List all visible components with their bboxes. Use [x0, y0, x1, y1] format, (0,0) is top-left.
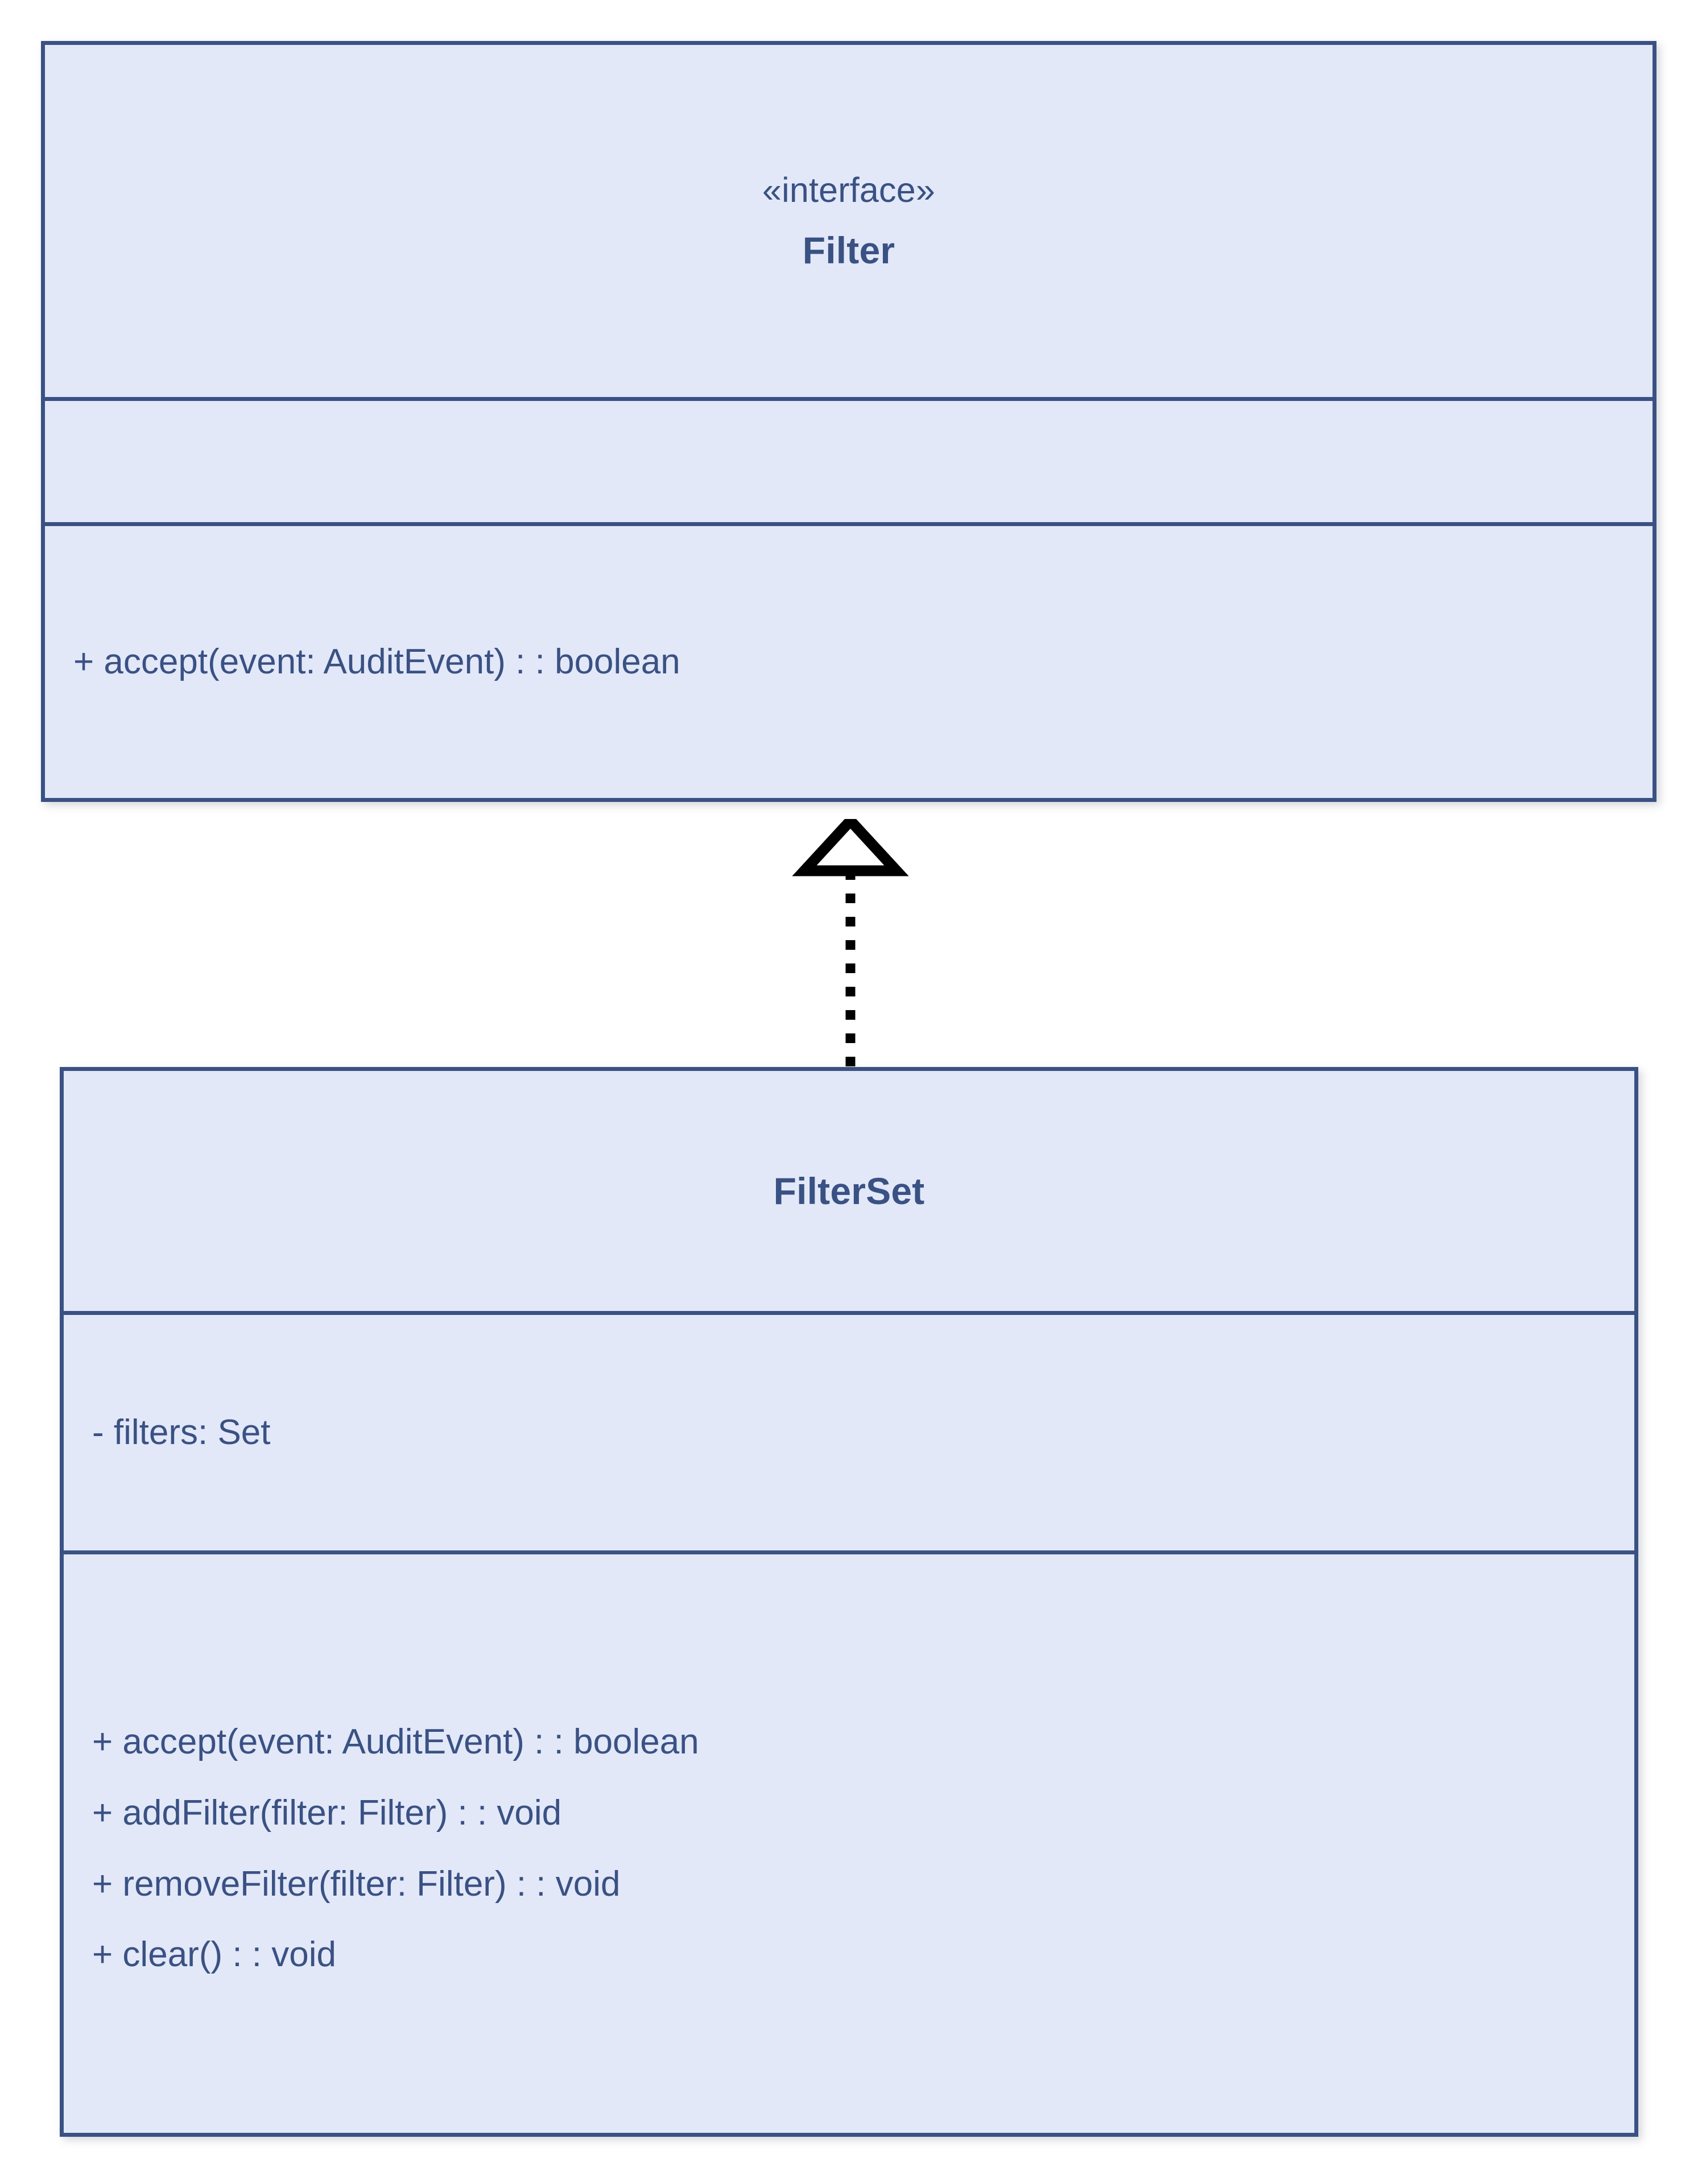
class-header-filterset: FilterSet — [64, 1071, 1634, 1311]
uml-class-filterset[interactable]: FilterSet - filters: Set + accept(event:… — [60, 1067, 1638, 2137]
hollow-triangle-icon — [792, 819, 909, 876]
class-name-label: FilterSet — [773, 1170, 925, 1212]
operations-compartment-filterset: + accept(event: AuditEvent) : : boolean … — [64, 1550, 1634, 2133]
operation-row: + clear() : : void — [92, 1935, 336, 1975]
attributes-compartment-filter — [45, 397, 1653, 522]
operation-row: + accept(event: AuditEvent) : : boolean — [73, 642, 680, 681]
class-header-filter: «interface» Filter — [45, 45, 1653, 397]
operation-row: + removeFilter(filter: Filter) : : void — [92, 1864, 621, 1904]
operation-row: + accept(event: AuditEvent) : : boolean — [92, 1722, 699, 1762]
class-name-label: Filter — [802, 229, 895, 271]
attributes-compartment-filterset: - filters: Set — [64, 1311, 1634, 1550]
operation-row: + addFilter(filter: Filter) : : void — [92, 1793, 562, 1833]
operations-compartment-filter: + accept(event: AuditEvent) : : boolean — [45, 522, 1653, 798]
stereotype-label: «interface» — [762, 171, 935, 209]
uml-class-filter[interactable]: «interface» Filter + accept(event: Audit… — [41, 41, 1656, 802]
attribute-row: - filters: Set — [92, 1412, 271, 1452]
realization-connector — [792, 819, 909, 1066]
